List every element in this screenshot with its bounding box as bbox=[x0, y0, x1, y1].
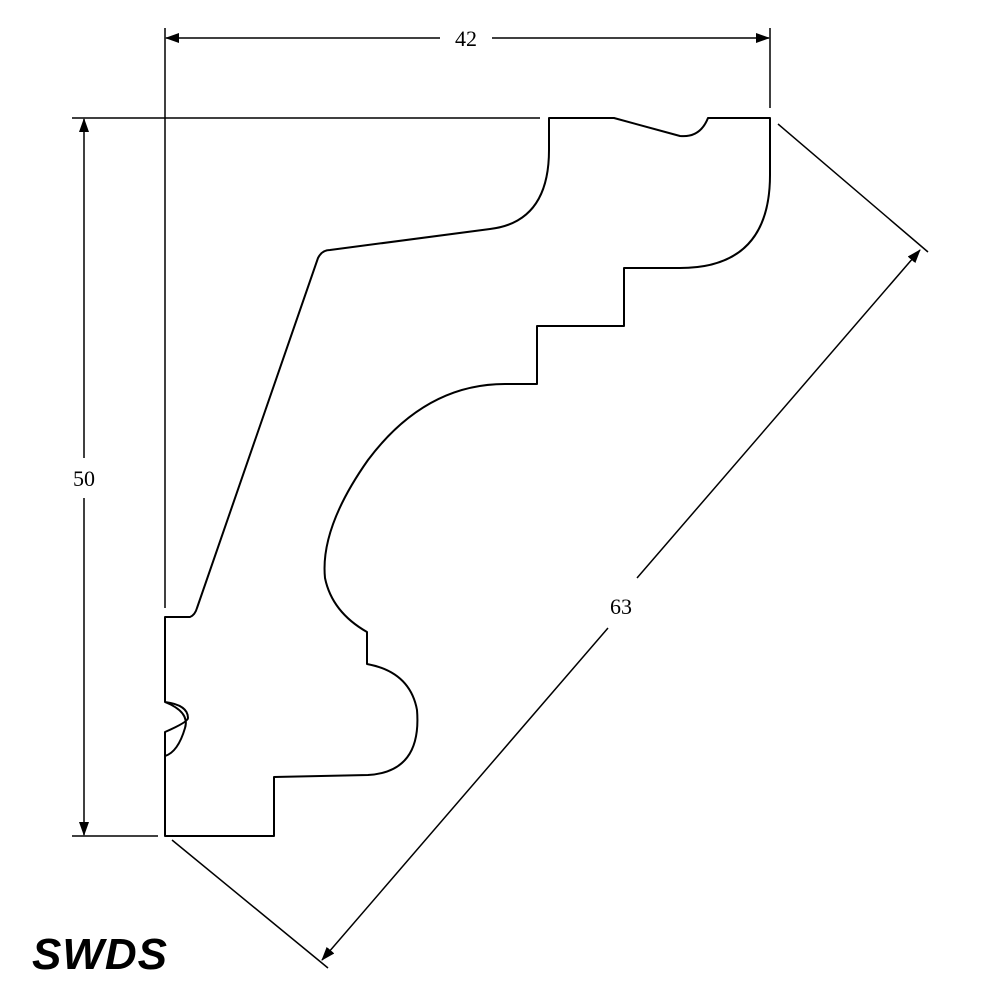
height-dimension: 50 bbox=[73, 118, 95, 836]
diagonal-dimension: 63 bbox=[321, 249, 921, 961]
brand-logo-text: SWDS bbox=[32, 930, 168, 979]
height-label: 50 bbox=[73, 466, 95, 491]
left-bead-notch bbox=[164, 701, 187, 757]
moulding-profile bbox=[164, 117, 771, 837]
diagonal-label: 63 bbox=[610, 594, 632, 619]
extension-lines bbox=[72, 28, 929, 969]
width-label: 42 bbox=[455, 26, 477, 51]
width-dimension: 42 bbox=[165, 26, 770, 51]
